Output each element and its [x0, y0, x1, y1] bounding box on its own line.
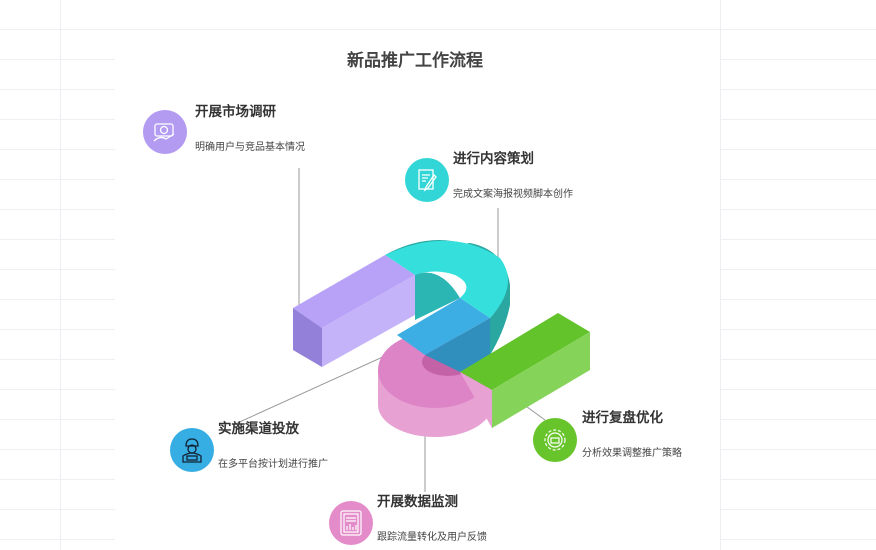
grid-line	[60, 0, 61, 550]
data-report-icon	[329, 501, 373, 545]
diagram-title: 新品推广工作流程	[347, 51, 483, 71]
step-desc: 完成文案海报视频脚本创作	[453, 189, 573, 200]
blue-segment	[397, 298, 490, 372]
step-title: 开展市场调研	[195, 104, 276, 120]
step-desc: 分析效果调整推广策略	[582, 448, 682, 459]
gear-icon	[533, 418, 577, 462]
step-title: 进行复盘优化	[582, 410, 663, 426]
grid-line	[720, 0, 721, 550]
step-title: 开展数据监测	[377, 494, 458, 510]
document-pen-icon	[405, 158, 449, 202]
green-segment	[460, 313, 590, 428]
step-desc: 在多平台按计划进行推广	[218, 459, 328, 470]
worker-icon	[170, 428, 214, 472]
step-desc: 明确用户与竞品基本情况	[195, 142, 305, 153]
step-title: 实施渠道投放	[218, 421, 299, 437]
step-title: 进行内容策划	[453, 151, 534, 167]
step-desc: 跟踪流量转化及用户反馈	[377, 532, 487, 543]
camera-hand-icon	[143, 110, 187, 154]
teal-segment	[385, 240, 510, 355]
purple-segment	[293, 255, 415, 367]
